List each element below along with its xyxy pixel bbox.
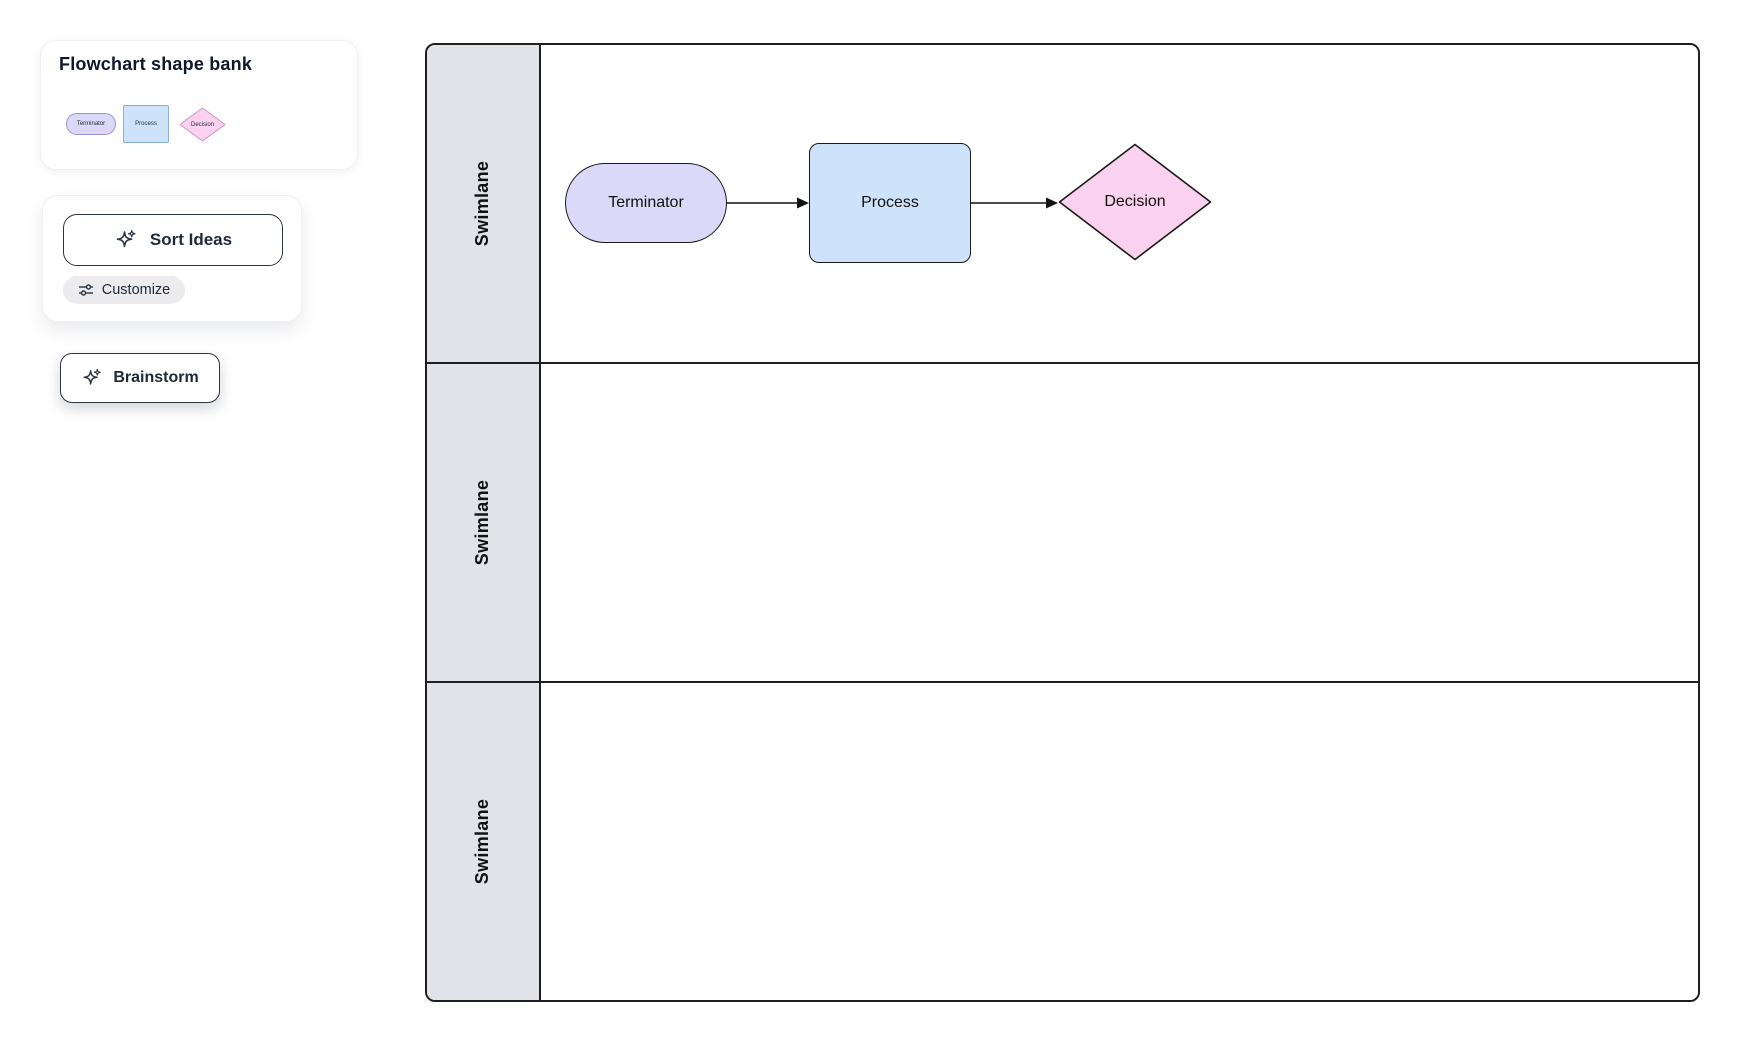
- shape-bank-title: Flowchart shape bank: [59, 54, 253, 74]
- shape-bank-decision[interactable]: Decision: [179, 107, 226, 142]
- swimlane-2-body[interactable]: [541, 364, 1698, 681]
- swimlane-3-header[interactable]: Swimlane: [427, 683, 541, 1000]
- swimlane-row-2: Swimlane: [427, 362, 1698, 681]
- sliders-icon: [78, 282, 94, 298]
- shape-bank-terminator-label: Terminator: [76, 121, 106, 127]
- sort-ideas-button[interactable]: Sort Ideas: [63, 214, 283, 266]
- customize-button[interactable]: Customize: [63, 276, 185, 304]
- swimlane-1-label: Swimlane: [472, 160, 493, 247]
- customize-label: Customize: [101, 282, 171, 298]
- shape-bank-decision-label: Decision: [190, 121, 214, 128]
- swimlane-row-3: Swimlane: [427, 681, 1698, 1000]
- process-node-label: Process: [861, 194, 919, 211]
- swimlane-2-header[interactable]: Swimlane: [427, 364, 541, 681]
- decision-diamond-shape: [1058, 143, 1212, 261]
- arrowhead-icon: [797, 197, 809, 209]
- sparkle-icon: [81, 367, 103, 389]
- swimlane-3-label: Swimlane: [472, 798, 493, 885]
- decision-node[interactable]: Decision: [1058, 143, 1212, 261]
- ai-actions-panel: Sort Ideas Customize: [42, 195, 302, 322]
- arrowhead-icon: [1046, 197, 1058, 209]
- decision-diamond-icon: [179, 107, 226, 142]
- brainstorm-label: Brainstorm: [113, 369, 199, 386]
- sparkle-icon: [114, 228, 138, 252]
- swimlane-3-body[interactable]: [541, 683, 1698, 1000]
- shape-bank-process[interactable]: Process: [123, 105, 169, 143]
- shape-bank-panel: Flowchart shape bank Terminator Process …: [40, 40, 358, 170]
- brainstorm-button[interactable]: Brainstorm: [60, 353, 220, 403]
- terminator-node-label: Terminator: [608, 194, 684, 211]
- swimlane-1-header[interactable]: Swimlane: [427, 45, 541, 362]
- connector-terminator-process[interactable]: [727, 195, 811, 211]
- shape-bank-process-label: Process: [135, 121, 157, 127]
- swimlane-2-label: Swimlane: [472, 479, 493, 566]
- terminator-node[interactable]: Terminator: [565, 163, 727, 243]
- sort-ideas-label: Sort Ideas: [149, 230, 233, 249]
- shape-bank-terminator[interactable]: Terminator: [66, 113, 116, 135]
- process-node[interactable]: Process: [809, 143, 971, 263]
- decision-node-label: Decision: [1104, 193, 1166, 210]
- connector-process-decision[interactable]: [971, 195, 1060, 211]
